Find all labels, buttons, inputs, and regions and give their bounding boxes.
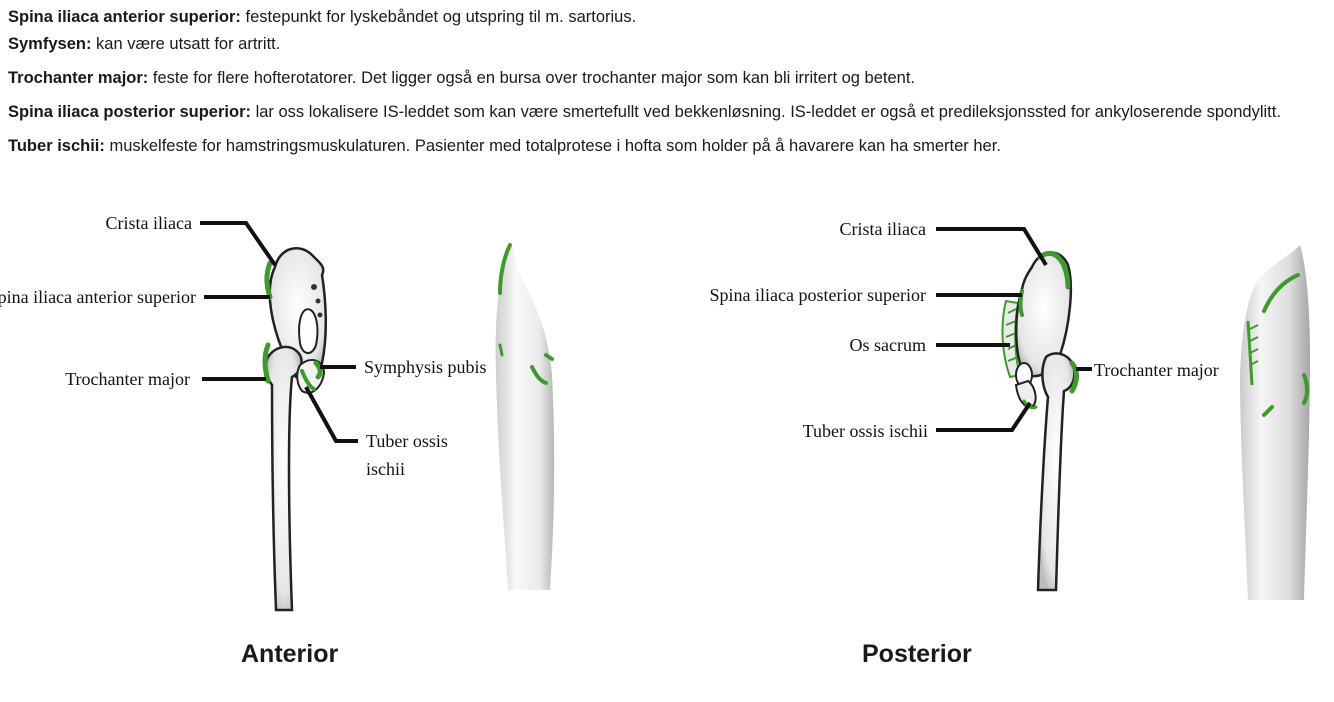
definition-spina-anterior: Spina iliaca anterior superior: festepun… — [8, 6, 1308, 29]
definition-term: Tuber ischii: — [8, 137, 105, 155]
crista-highlight — [1037, 250, 1071, 290]
leader-tuber — [936, 401, 1032, 432]
trochanter-highlight — [1069, 360, 1079, 394]
thigh-highlight — [530, 365, 548, 385]
thigh-highlight — [1249, 324, 1259, 366]
posterior-title: Posterior — [862, 640, 972, 668]
thigh-highlight — [498, 243, 512, 295]
bone-detail — [315, 298, 321, 304]
anterior-diagram: Crista iliaca Spina iliaca anterior supe… — [0, 205, 600, 625]
femur-bone — [1036, 352, 1076, 592]
thigh-highlight — [1262, 273, 1300, 313]
label-spina-iliaca-anterior: Spina iliaca anterior superior — [0, 287, 196, 307]
definition-term: Trochanter major: — [8, 69, 149, 87]
crista-highlight — [264, 260, 273, 300]
label-crista-iliaca: Crista iliaca — [840, 219, 926, 239]
anterior-title: Anterior — [241, 640, 339, 668]
definition-text: lar oss lokalisere IS-leddet som kan vær… — [250, 103, 1281, 121]
thigh-highlight — [1262, 405, 1274, 417]
anterior-thigh-silhouette — [495, 243, 555, 590]
ischium-bone — [1014, 379, 1037, 408]
label-ischii: ischii — [366, 459, 405, 479]
sacrum-highlight — [1005, 308, 1019, 362]
leader-crista — [200, 221, 277, 267]
label-tuber-ossis: Tuber ossis — [366, 431, 448, 451]
thigh-highlight — [1302, 373, 1309, 405]
thigh-highlight — [544, 353, 554, 361]
definition-symfysen: Symfysen: kan være utsatt for artritt. — [8, 33, 1308, 56]
label-os-sacrum: Os sacrum — [850, 335, 926, 355]
definition-text: muskelfeste for hamstringsmuskulaturen. … — [104, 137, 1001, 155]
definition-term: Symfysen: — [8, 35, 92, 53]
anterior-illustration: Crista iliaca Spina iliaca anterior supe… — [0, 213, 555, 612]
bone-detail — [317, 312, 323, 318]
femur-bone — [264, 345, 303, 612]
leader-crista — [936, 227, 1048, 267]
label-tuber-ossis-ischii: Tuber ossis ischii — [803, 421, 928, 441]
posterior-diagram: Crista iliaca Spina iliaca posterior sup… — [700, 205, 1320, 625]
definition-trochanter: Trochanter major: feste for flere hofter… — [8, 67, 1308, 90]
label-symphysis-pubis: Symphysis pubis — [364, 357, 487, 377]
definition-spina-posterior: Spina iliaca posterior superior: lar oss… — [8, 101, 1308, 124]
obturator-foramen — [298, 308, 319, 354]
thigh-highlight — [498, 343, 504, 357]
definition-text: festepunkt for lyskebåndet og utspring t… — [240, 8, 637, 26]
label-trochanter-major: Trochanter major — [65, 369, 190, 389]
definition-term: Spina iliaca anterior superior: — [8, 8, 241, 26]
tuber-highlight — [300, 369, 316, 391]
symphysis-highlight — [313, 360, 323, 380]
posterior-illustration: Crista iliaca Spina iliaca posterior sup… — [710, 219, 1310, 600]
definition-tuber: Tuber ischii: muskelfeste for hamstrings… — [8, 135, 1308, 158]
leader-tuber — [304, 386, 358, 443]
trochanter-highlight — [262, 342, 271, 384]
posterior-thigh-silhouette — [1240, 245, 1310, 600]
definition-term: Spina iliaca posterior superior: — [8, 103, 251, 121]
label-crista-iliaca: Crista iliaca — [106, 213, 192, 233]
tuber-highlight — [1022, 399, 1038, 410]
definition-text: feste for flere hofterotatorer. Det ligg… — [148, 69, 916, 87]
bone-detail — [311, 284, 317, 290]
definition-text: kan være utsatt for artritt. — [91, 35, 281, 53]
label-trochanter-major: Trochanter major — [1094, 360, 1219, 380]
definitions-list: Spina iliaca anterior superior: festepun… — [8, 6, 1308, 169]
label-spina-iliaca-posterior: Spina iliaca posterior superior — [710, 285, 926, 305]
